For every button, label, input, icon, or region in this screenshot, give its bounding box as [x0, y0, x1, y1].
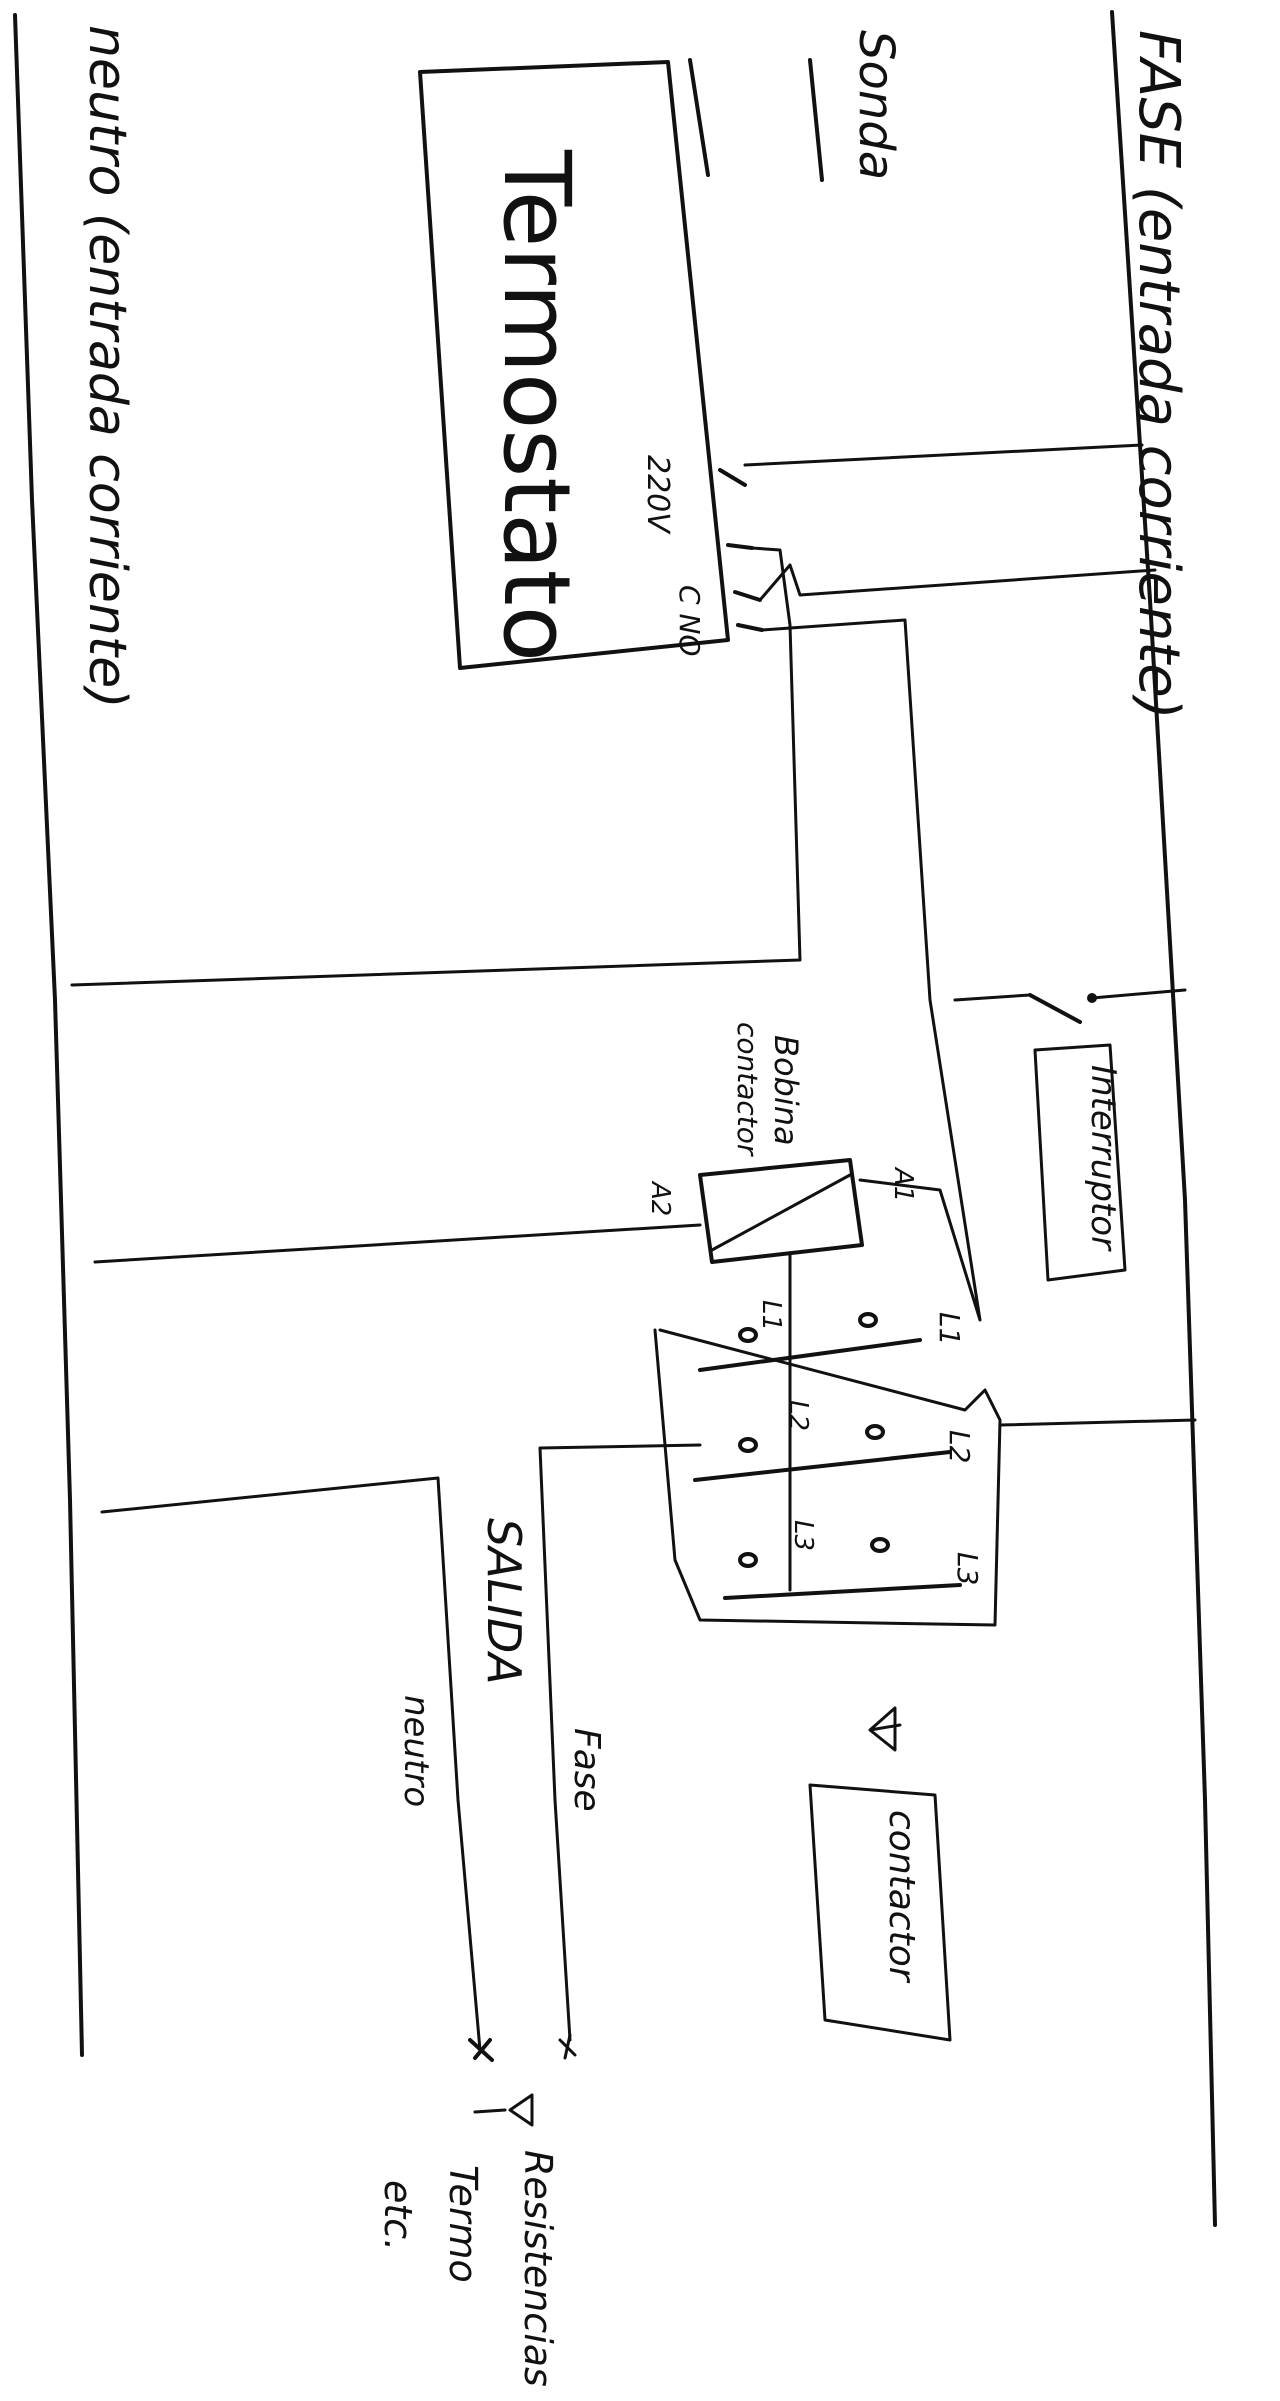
coil-diagonal	[710, 1173, 852, 1252]
label-bobina: Bobina	[767, 1035, 805, 1146]
label-contactor-coil: contactor	[731, 1022, 764, 1157]
label-termostato: Termostato	[483, 149, 590, 662]
wire-output-phase	[538, 1443, 702, 2042]
wire-coil-to-neutral	[93, 1223, 702, 1264]
switch-wire-left	[953, 993, 1032, 1002]
arrow-to-contactor-box	[868, 1706, 902, 1752]
arrow-to-loads	[473, 2093, 534, 2127]
label-sonda: Sonda	[848, 30, 904, 180]
label-a2: A2	[645, 1180, 675, 1216]
terminal-220v-a	[718, 468, 747, 487]
contactor-label-box	[808, 1783, 952, 2042]
thermostat-box	[418, 60, 730, 670]
label-etc: etc.	[376, 2180, 420, 2251]
wire-output-neutral	[100, 1476, 482, 2052]
terminal-c	[733, 590, 762, 602]
label-220v: 220V	[640, 455, 675, 535]
contact-bar-l3	[723, 1583, 962, 1600]
label-contactor-box: contactor	[881, 1810, 922, 1984]
label-interruptor: Interruptor	[1083, 1065, 1123, 1252]
terminal-l3-out	[738, 1552, 758, 1568]
terminal-l2-out	[738, 1437, 758, 1453]
label-l2-in: L2	[943, 1430, 976, 1463]
output-phase-terminal	[558, 2033, 577, 2060]
terminal-l1-in	[858, 1312, 878, 1328]
switch-wire-right	[1090, 988, 1187, 1000]
label-c-no: C NO	[673, 585, 706, 656]
label-l2-out: L2	[783, 1400, 813, 1431]
label-l1-in: L1	[933, 1312, 966, 1345]
terminal-220v-b	[726, 543, 754, 550]
phase-rail	[1110, 10, 1217, 2227]
probe-wire-1	[688, 58, 710, 177]
label-fase: FASE (entrada corriente)	[1126, 30, 1191, 720]
wire-phase-to-contacts	[998, 1418, 1197, 1427]
label-l1-out: L1	[756, 1300, 786, 1331]
wire-220v-to-phase	[743, 443, 1144, 467]
label-l3-in: L3	[951, 1552, 984, 1585]
label-salida: SALIDA	[477, 1518, 531, 1685]
wire-c-to-phase	[758, 563, 1157, 602]
contact-bar-l1	[698, 1338, 922, 1372]
terminal-l1-out	[738, 1327, 758, 1343]
terminal-l3-in	[870, 1537, 890, 1553]
label-resistencias: Resistencias	[516, 2150, 560, 2387]
coil-box	[698, 1158, 864, 1264]
contactor-enclosure	[653, 1328, 1002, 1627]
label-termo: Termo	[441, 2165, 485, 2283]
switch-blade	[1028, 993, 1082, 1024]
label-neutro: neutro (entrada corriente)	[77, 25, 137, 709]
wire-220v-to-neutral	[70, 546, 802, 987]
label-l3-out: L3	[788, 1520, 818, 1551]
label-fase-out: Fase	[566, 1728, 607, 1812]
label-neutro-out: neutro	[396, 1695, 436, 1807]
interruptor-box	[1033, 1043, 1127, 1282]
output-neutral-terminal	[468, 2038, 494, 2062]
contact-bar-l2	[693, 1450, 952, 1482]
terminal-l2-in	[865, 1424, 885, 1440]
terminal-no	[736, 623, 764, 632]
probe-wire-2	[808, 58, 824, 182]
label-a1: A1	[888, 1166, 918, 1202]
wire-no-to-coil	[760, 618, 982, 1322]
neutral-rail	[13, 13, 84, 2057]
switch-contact	[1087, 993, 1097, 1003]
